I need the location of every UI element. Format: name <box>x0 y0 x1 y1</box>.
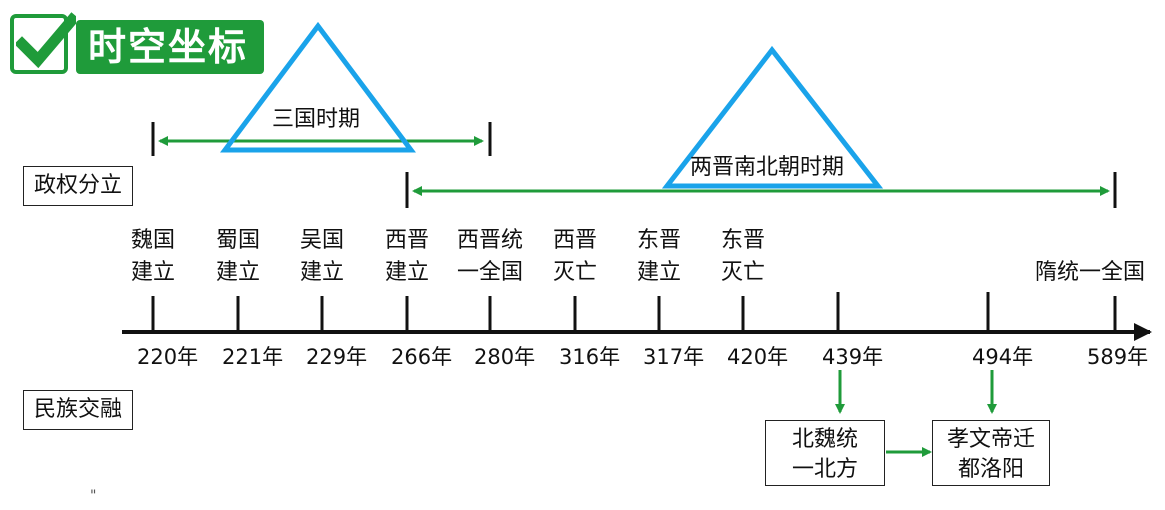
event-label-line2: 灭亡 <box>720 260 765 285</box>
event-label-line2: 灭亡 <box>552 260 597 285</box>
fusion-box-line: 都洛阳 <box>957 457 1024 482</box>
event-label-line2: 建立 <box>636 260 681 285</box>
fusion-box-line: 北魏统 <box>791 427 858 452</box>
event-label-line1: 东晋 <box>720 228 765 253</box>
event-label-line2: 隋统一全国 <box>1034 260 1145 285</box>
year-label: 420年 <box>727 345 789 369</box>
checkmark-icon <box>16 12 76 69</box>
event-label-line1: 蜀国 <box>215 228 260 253</box>
year-label: 280年 <box>474 345 536 369</box>
event-label-line1: 西晋 <box>384 228 429 253</box>
event-label-line1: 西晋 <box>552 228 597 253</box>
event-label-line1: 魏国 <box>130 228 175 253</box>
checkbox-badge <box>10 12 76 74</box>
political-division-label: 政权分立 <box>23 166 134 206</box>
year-label: 229年 <box>306 345 368 369</box>
fusion-box-northern-wei: 北魏统 一北方 <box>765 420 885 486</box>
event-label-line1: 东晋 <box>636 228 681 253</box>
period-label-three-kingdoms: 三国时期 <box>272 107 361 132</box>
ethnic-fusion-label: 民族交融 <box>23 390 134 430</box>
year-label: 589年 <box>1087 345 1149 369</box>
year-label: 220年 <box>137 345 199 369</box>
event-label-line2: 一全国 <box>456 260 523 285</box>
fusion-box-line: 一北方 <box>791 457 858 482</box>
year-label: 266年 <box>391 345 453 369</box>
footer-mark: " <box>90 488 97 504</box>
event-label-line2: 建立 <box>299 260 344 285</box>
event-label-line2: 建立 <box>215 260 260 285</box>
event-label-line2: 建立 <box>384 260 429 285</box>
year-label: 317年 <box>643 345 705 369</box>
event-label-line1: 西晋统 <box>456 228 523 253</box>
fusion-box-relocation: 孝文帝迁 都洛阳 <box>932 420 1050 486</box>
year-label: 439年 <box>822 345 884 369</box>
timeline-ticks <box>151 292 1117 332</box>
jin-nanbei-triangle <box>661 45 884 189</box>
event-label-line1: 吴国 <box>299 228 344 253</box>
page-title: 时空坐标 <box>88 25 249 69</box>
period-label-jin-nanbei: 两晋南北朝时期 <box>690 155 845 180</box>
year-label: 316年 <box>559 345 621 369</box>
event-label-line2: 建立 <box>130 260 175 285</box>
three-kingdoms-triangle <box>220 21 416 153</box>
title-bar <box>76 20 264 74</box>
fusion-box-line: 孝文帝迁 <box>946 427 1035 452</box>
year-label: 221年 <box>222 345 284 369</box>
year-label: 494年 <box>972 345 1034 369</box>
